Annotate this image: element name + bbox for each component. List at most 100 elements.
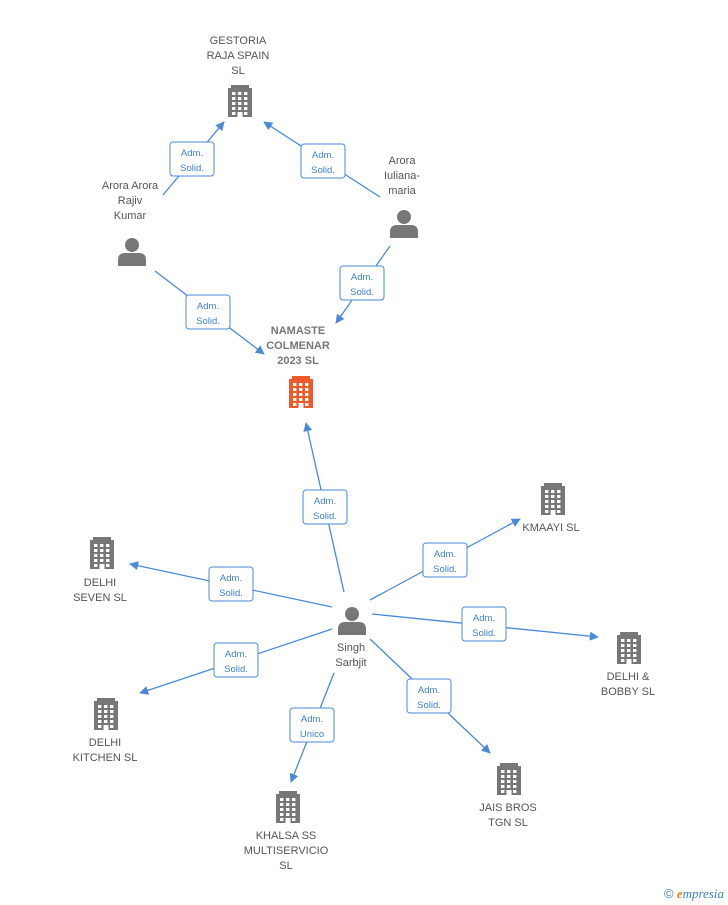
edge-label[interactable]: Adm.Unico	[289, 707, 335, 743]
person-body	[390, 225, 418, 238]
building-window	[104, 720, 108, 723]
edge-label-text: Adm.	[197, 301, 219, 312]
building-window	[545, 495, 549, 498]
edge-label-box[interactable]	[213, 642, 259, 678]
node-label-line: COLMENAR	[266, 340, 330, 352]
building-window	[513, 770, 517, 773]
building-window	[106, 564, 110, 567]
node-label-line: MULTISERVICIO	[244, 845, 329, 857]
building-door	[99, 564, 105, 569]
building-window	[94, 554, 98, 557]
building-icon[interactable]	[541, 483, 565, 515]
building-window	[299, 398, 303, 401]
building-window	[110, 720, 114, 723]
edge-label[interactable]: Adm.Solid.	[169, 141, 215, 177]
building-icon[interactable]	[276, 791, 300, 823]
node-delhi_bobby[interactable]: DELHI &BOBBY SL	[601, 632, 655, 698]
footer-brand: © empresia	[664, 886, 724, 902]
building-window	[633, 654, 637, 657]
building-window	[244, 107, 248, 110]
building-icon[interactable]	[617, 632, 641, 664]
edge-label-box[interactable]	[422, 542, 468, 578]
building-roof	[279, 791, 297, 795]
person-icon[interactable]	[338, 607, 366, 635]
building-icon[interactable]	[497, 763, 521, 795]
building-window	[110, 705, 114, 708]
building-icon[interactable]	[228, 85, 252, 117]
edge-label[interactable]: Adm.Solid.	[422, 542, 468, 578]
building-window	[627, 654, 631, 657]
building-icon[interactable]	[94, 698, 118, 730]
building-window	[621, 654, 625, 657]
building-window	[110, 715, 114, 718]
node-label-line: KMAAYI SL	[522, 522, 579, 534]
building-window	[94, 564, 98, 567]
edge-label-text: Unico	[300, 729, 324, 740]
node-label-line: Arora	[389, 155, 417, 167]
node-label-line: KITCHEN SL	[73, 752, 138, 764]
edge-label-box[interactable]	[300, 143, 346, 179]
building-window	[293, 403, 297, 406]
edge-label[interactable]: Adm.Solid.	[213, 642, 259, 678]
edge-label-box[interactable]	[461, 606, 507, 642]
building-window	[110, 710, 114, 713]
edge-label-box[interactable]	[208, 566, 254, 602]
edge-label-box[interactable]	[339, 265, 385, 301]
person-icon[interactable]	[390, 210, 418, 238]
edge-label[interactable]: Adm.Solid.	[461, 606, 507, 642]
edge-label[interactable]: Adm.Solid.	[406, 678, 452, 714]
building-window	[232, 92, 236, 95]
edge-label-box[interactable]	[169, 141, 215, 177]
edge-label-box[interactable]	[289, 707, 335, 743]
person-icon[interactable]	[118, 238, 146, 266]
edge-label[interactable]: Adm.Solid.	[208, 566, 254, 602]
edge-label-text: Adm.	[418, 685, 440, 696]
building-window	[286, 803, 290, 806]
edge-label-text: Solid.	[196, 316, 220, 327]
building-icon[interactable]	[90, 537, 114, 569]
edge-label[interactable]: Adm. Solid.	[185, 294, 231, 330]
edge-label-text: Adm.	[181, 148, 203, 159]
building-window	[286, 798, 290, 801]
building-window	[501, 785, 505, 788]
edge-label[interactable]: Adm.Solid.	[339, 265, 385, 301]
building-window	[299, 383, 303, 386]
node-label[interactable]: DELHI &BOBBY SL	[601, 671, 655, 698]
edge-label-box[interactable]	[406, 678, 452, 714]
building-window	[104, 705, 108, 708]
edge-label-box[interactable]	[302, 489, 348, 525]
building-door	[285, 818, 291, 823]
building-door	[103, 725, 109, 730]
edge-label-box[interactable]	[185, 294, 231, 330]
node-kmaayi[interactable]: KMAAYI SL	[522, 483, 580, 534]
building-window	[98, 710, 102, 713]
node-label-line: NAMASTE	[271, 325, 325, 337]
node-label[interactable]: KMAAYI SL	[522, 522, 579, 534]
building-window	[557, 505, 561, 508]
edge-label[interactable]: Adm.Solid.	[302, 489, 348, 525]
edge-label[interactable]: Adm.Solid.	[300, 143, 346, 179]
edge-label-text: Solid.	[224, 664, 248, 675]
person-body	[118, 253, 146, 266]
building-icon[interactable]	[289, 376, 313, 408]
node-label-line: Iuliana-	[384, 170, 420, 182]
